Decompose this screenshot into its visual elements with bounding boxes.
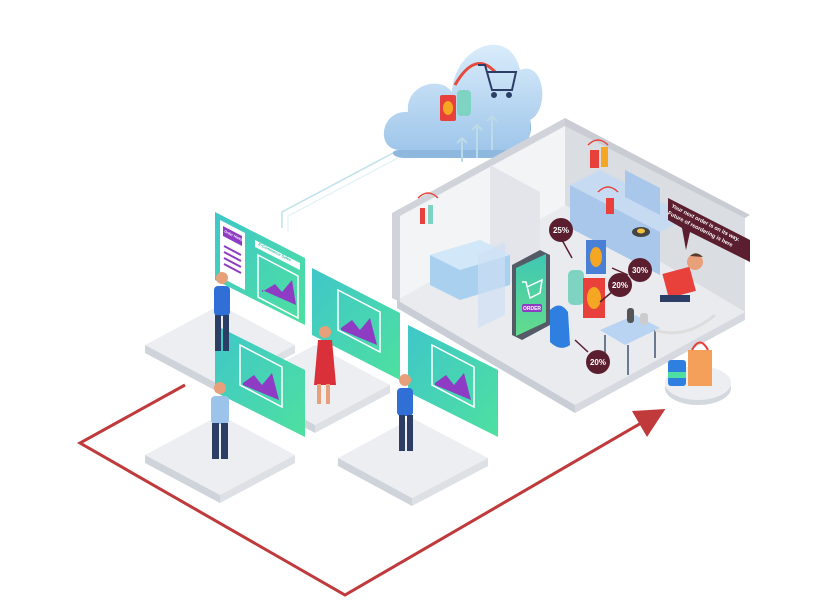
data-connector-line [281,151,396,228]
soap-bottle-icon [457,90,471,116]
flow-path-arrow [76,383,666,597]
shopping-cart-icon [478,64,518,98]
shopping-bag-icon [688,350,712,386]
man-in-rocking-chair [654,253,716,335]
phone-cart-icon [522,278,543,300]
dashboard-screen-main: Order History E-Commerce Sales [215,212,305,325]
person-man-blue [214,272,230,351]
product-characters [550,240,606,348]
svg-text:30%: 30% [632,266,648,275]
person-woman-blue [397,374,413,451]
area-chart [262,280,296,305]
discount-badge: 25% [549,218,573,259]
person-man-glasses [211,382,229,459]
delivery-pad [665,341,731,405]
svg-text:20%: 20% [590,358,606,367]
phone-order-button[interactable] [522,304,542,312]
smart-speaker [627,308,634,323]
discount-badge: 20% [574,339,610,374]
svg-text:20%: 20% [612,281,628,290]
smartphone: ORDER [512,250,550,340]
side-table [600,308,660,375]
platform-tile [338,418,488,506]
area-chart [243,373,279,400]
discount-badge: 30% [611,258,652,282]
shower-door [478,242,505,328]
kitchen-cabinets [570,185,660,275]
smart-home-room [392,118,750,413]
area-chart [435,373,471,400]
svg-text:25%: 25% [553,226,569,235]
platform-tile [145,415,295,503]
svg-text:ORDER: ORDER [523,306,541,312]
dashboard-screen [215,325,305,437]
dashboard-screen [312,268,400,380]
person-woman-red [314,326,336,404]
area-chart [341,318,377,345]
discount-badge: 20% [599,273,632,303]
cloud-icon [383,44,543,158]
upload-arrows [456,114,498,162]
dashboard-screen [408,325,498,437]
